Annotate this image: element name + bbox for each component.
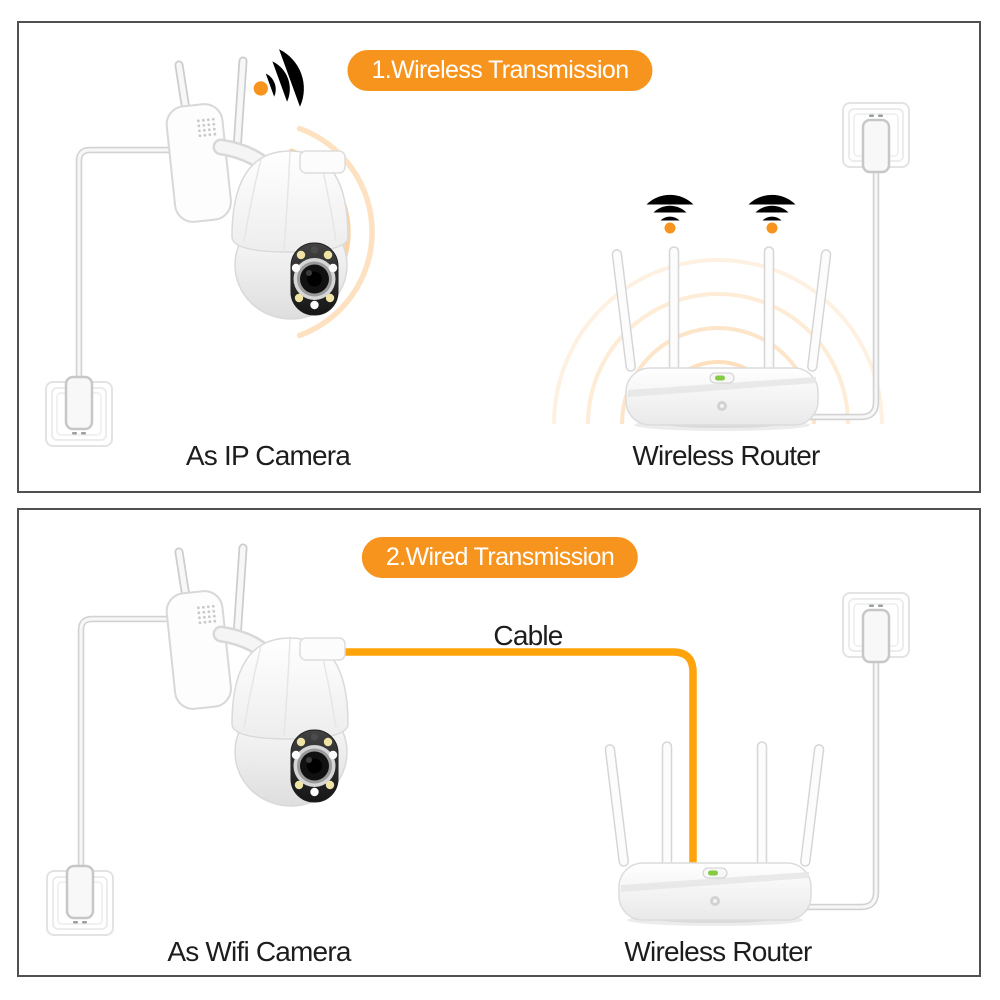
panel-wireless-transmission bbox=[17, 21, 981, 493]
router-label: Wireless Router bbox=[624, 936, 812, 967]
camera-label: As IP Camera bbox=[185, 440, 351, 471]
router-label: Wireless Router bbox=[632, 440, 820, 471]
panel-wired-transmission bbox=[17, 508, 981, 977]
banner-wired-transmission: 2.Wired Transmission bbox=[361, 537, 639, 578]
banner-wireless-transmission: 1.Wireless Transmission bbox=[347, 50, 653, 91]
camera-label: As Wifi Camera bbox=[167, 936, 351, 967]
cable-label: Cable bbox=[493, 620, 563, 651]
